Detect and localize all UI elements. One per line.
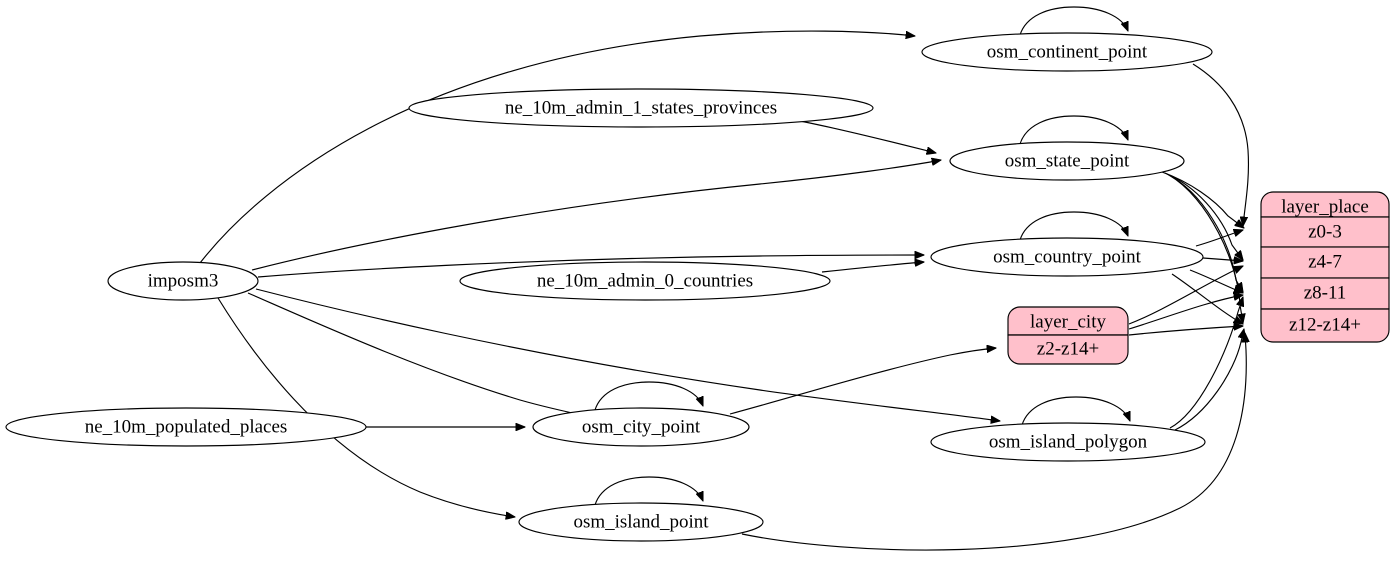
node-osm_island_polygon[interactable]: osm_island_polygon [930, 422, 1206, 462]
table-node-layer_city[interactable]: layer_city z2-z14+ [1007, 306, 1129, 365]
layer_place-row-cell-z8-11[interactable] [1260, 277, 1390, 310]
layer_place-header-cell[interactable] [1260, 191, 1390, 218]
edge-osm_continent_point-to-layer_place-z0-3 [1192, 63, 1249, 226]
edge-osm_country_point-to-layer_place-z4-7 [1202, 258, 1243, 261]
node-shape-imposm3[interactable] [107, 261, 259, 301]
edge-imposm3-to-osm_island_point [217, 297, 515, 517]
edge-ne_10m_admin_1_states_provinces-to-osm_state_point [799, 120, 936, 153]
node-osm_continent_point[interactable]: osm_continent_point [921, 32, 1213, 72]
edge-osm_state_point-to-layer_place-z4-7 [1164, 172, 1243, 260]
edge-osm_country_point-to-layer_place-z0-3 [1195, 230, 1243, 247]
edge-osm_island_polygon-to-layer_place-z12-z14+ [1174, 329, 1244, 431]
edge-osm_city_point-to-layer_city-z2-z14+ [729, 348, 996, 415]
selfloop-osm_city_point [594, 381, 704, 411]
node-ne_10m_admin_1_states_provinces[interactable]: ne_10m_admin_1_states_provinces [408, 88, 874, 128]
node-osm_city_point[interactable]: osm_city_point [532, 407, 750, 447]
edge-imposm3-to-osm_country_point [257, 255, 924, 278]
node-shape-osm_island_polygon[interactable] [930, 422, 1206, 462]
layer_place-row-cell-z0-3[interactable] [1260, 216, 1390, 248]
selfloop-osm_state_point [1019, 115, 1129, 145]
layer_city-row-cell-z2-z14+[interactable] [1007, 334, 1129, 365]
node-osm_state_point[interactable]: osm_state_point [949, 141, 1185, 181]
node-osm_country_point[interactable]: osm_country_point [930, 237, 1204, 277]
edge-ne_10m_admin_0_countries-to-osm_country_point [821, 262, 924, 273]
layer_place-row-cell-z4-7[interactable] [1260, 246, 1390, 279]
layer_city-header-cell[interactable] [1007, 306, 1129, 336]
node-shape-osm_continent_point[interactable] [921, 32, 1213, 72]
edge-layer [199, 6, 1249, 551]
edge-layer_city-to-layer_place-z8-11 [1128, 295, 1243, 330]
node-osm_island_point[interactable]: osm_island_point [518, 502, 764, 542]
selfloop-osm_continent_point [1019, 6, 1129, 36]
node-ne_10m_admin_0_countries[interactable]: ne_10m_admin_0_countries [459, 261, 831, 301]
edge-layer_city-to-layer_place-z4-7 [1128, 266, 1243, 325]
selfloop-osm_country_point [1019, 211, 1129, 241]
edge-imposm3-to-osm_island_polygon [255, 288, 1000, 421]
edge-imposm3-to-osm_city_point [247, 292, 591, 417]
node-shape-osm_state_point[interactable] [949, 141, 1185, 181]
edge-osm_country_point-to-layer_place-z12-z14+ [1171, 273, 1243, 324]
edge-osm_island_polygon-to-layer_place-z8-11 [1169, 297, 1243, 429]
node-shape-ne_10m_admin_0_countries[interactable] [459, 261, 831, 301]
node-ne_10m_populated_places[interactable]: ne_10m_populated_places [5, 407, 367, 447]
selfloop-osm_island_point [594, 476, 704, 506]
node-layer: imposm3 ne_10m_admin_1_states_provinces … [5, 32, 1390, 542]
selfloop-osm_island_polygon [1021, 396, 1131, 426]
edge-osm_state_point-to-layer_place-z8-11 [1166, 173, 1243, 292]
edge-layer_city-to-layer_place-z12-z14+ [1128, 326, 1243, 336]
edge-osm_country_point-to-layer_place-z8-11 [1189, 269, 1243, 293]
edge-osm_island_point-to-layer_place-z12-z14+ [741, 333, 1246, 551]
node-shape-osm_country_point[interactable] [930, 237, 1204, 277]
edge-imposm3-to-osm_state_point [251, 160, 941, 271]
table-node-layer_place[interactable]: layer_place z0-3 z4-7 z8-11 z12-z14+ [1260, 191, 1390, 343]
node-shape-osm_city_point[interactable] [532, 407, 750, 447]
node-shape-osm_island_point[interactable] [518, 502, 764, 542]
node-shape-ne_10m_admin_1_states_provinces[interactable] [408, 88, 874, 128]
node-shape-ne_10m_populated_places[interactable] [5, 407, 367, 447]
node-imposm3[interactable]: imposm3 [107, 261, 259, 301]
layer_place-row-cell-z12-z14+[interactable] [1260, 308, 1390, 343]
edge-imposm3-to-osm_continent_point [199, 30, 915, 264]
